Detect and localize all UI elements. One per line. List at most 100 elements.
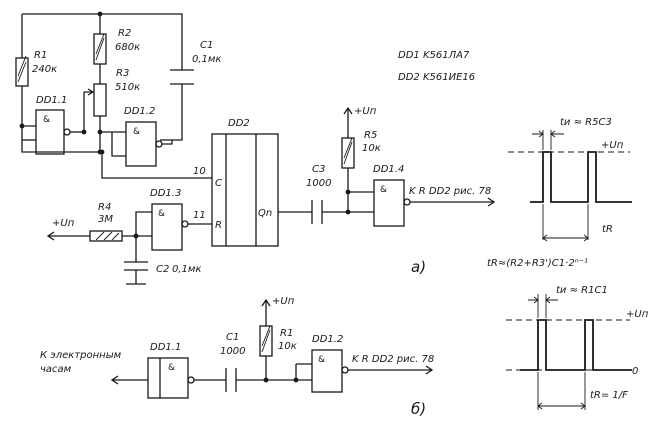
r5-supply-label: +Uп [354, 106, 377, 117]
junction [263, 377, 269, 383]
r4-value: 3M [98, 214, 113, 225]
gate-dd1-3-label: DD1.3 [150, 188, 181, 199]
capacitor-c2 [124, 261, 148, 285]
gate-dd1-1-b-label: DD1.1 [150, 342, 181, 353]
pin-q: Qn [258, 208, 272, 219]
period-label-b: tR= 1/F [590, 390, 628, 401]
legend-dd2: DD2 K561ИЕ16 [398, 72, 475, 83]
capacitor-c3 [311, 200, 323, 224]
circuit-a-label: a) [411, 258, 426, 276]
resistor-r4 [89, 230, 123, 242]
c3-ref: C3 [312, 164, 325, 175]
legend-dd1: DD1 K561ЛА7 [398, 50, 470, 61]
wire-dd12-out [101, 140, 212, 179]
junction [345, 189, 351, 195]
r1-value: 240к [32, 64, 57, 75]
counter-dd2-label: DD2 [228, 118, 250, 129]
wire-dd12-b-in [295, 363, 312, 381]
pin-11: 11 [193, 210, 206, 221]
junction [97, 11, 103, 17]
c2-value: 0,1мк [172, 264, 202, 275]
gate-symbol: & [43, 115, 50, 125]
wire-top-feedback [21, 13, 183, 153]
pin-10: 10 [193, 166, 206, 177]
resistor-r4-hatch [95, 231, 120, 241]
inverter-bubble [187, 376, 195, 384]
c1-b-value: 1000 [220, 346, 245, 357]
wire-r2-r3 [99, 14, 112, 152]
level-label-b-low: 0 [632, 366, 638, 377]
junction [133, 233, 139, 239]
r4-supply-label: +Uп [52, 218, 75, 229]
pulse-train-b [520, 319, 632, 371]
r1-ref: R1 [34, 50, 47, 61]
timing-diagram-a: tи ≈ R5C3 +Uп tR [508, 117, 632, 242]
output-note-b: K R DD2 рис. 78 [352, 354, 434, 365]
r3-wiper [83, 91, 92, 132]
pulse-width-label-a: tи ≈ R5C3 [560, 117, 612, 128]
output-note-a: K R DD2 рис. 78 [409, 186, 491, 197]
gate-symbol: & [380, 185, 387, 195]
circuit-b-label: б) [411, 400, 426, 418]
supply-arrow [261, 298, 271, 307]
arrow [537, 402, 586, 410]
r4-ref: R4 [98, 202, 111, 213]
input-note-line1: К электронным [40, 350, 122, 361]
arrow [533, 296, 551, 304]
r3-ref: R3 [116, 68, 129, 79]
gate-symbol: & [158, 209, 165, 219]
c1-value: 0,1мк [192, 54, 222, 65]
resistor-r2-hatch [95, 33, 105, 61]
gate-dd1-4-label: DD1.4 [373, 164, 404, 175]
c2-ref: C2 [156, 264, 169, 275]
supply-arrow [46, 231, 55, 241]
output-arrow [487, 197, 496, 207]
c1-b-ref: C1 [226, 332, 239, 343]
gate-dd1-2-b-label: DD1.2 [312, 334, 343, 345]
resistor-r1-b-hatch [261, 325, 271, 353]
gate-symbol: & [318, 355, 325, 365]
r3-value: 510к [115, 82, 140, 93]
arrow [538, 130, 556, 138]
gate-symbol: & [168, 363, 175, 373]
inverter-bubble [63, 128, 71, 136]
pulse-width-label-b: tи ≈ R1C1 [556, 285, 608, 296]
c3-value: 1000 [306, 178, 331, 189]
r1-b-ref: R1 [280, 328, 293, 339]
gate-dd1-1-label: DD1.1 [36, 95, 67, 106]
pin-r: R [215, 220, 222, 231]
c1-ref: C1 [200, 40, 213, 51]
capacitor-c1 [170, 69, 194, 85]
r3-wiper-arrow [87, 88, 95, 96]
timing-diagram-b: tи ≈ R1C1 +Uп 0 tR= 1/F [506, 285, 649, 410]
circuit-a: R1 240к R2 680к R3 510к C1 0,1мк & DD1.1… [15, 11, 496, 285]
input-note-line2: часам [40, 364, 72, 375]
r2-value: 680к [115, 42, 140, 53]
pin-c: C [215, 178, 222, 189]
resistor-r1-hatch [17, 55, 27, 83]
r1-b-supply-label: +Uп [272, 296, 295, 307]
pulse-train-a [530, 151, 632, 203]
gate-dd1-2-b [311, 349, 343, 393]
gate-dd1-4 [373, 179, 405, 227]
pulse-width-marker [528, 294, 558, 318]
gate-symbol: & [133, 127, 140, 137]
junction [99, 149, 105, 155]
gate-dd1-2 [125, 121, 157, 167]
circuit-b: К электронным часам & DD1.1 C1 1000 +Uп … [40, 296, 434, 418]
period-label-a: tR [602, 224, 613, 235]
arrow [542, 234, 589, 242]
input-arrow [110, 375, 119, 385]
r2-ref: R2 [118, 28, 131, 39]
supply-arrow [343, 106, 353, 115]
r1-b-value: 10к [278, 341, 297, 352]
counter-dd2 [211, 133, 279, 247]
capacitor-c1-b [225, 368, 237, 392]
level-label-b-high: +Uп [626, 309, 649, 320]
gate-dd1-3 [151, 203, 183, 251]
inverter-bubble [155, 140, 163, 148]
junction [97, 129, 103, 135]
inverter-bubble [403, 198, 411, 206]
r5-value: 10к [362, 143, 381, 154]
